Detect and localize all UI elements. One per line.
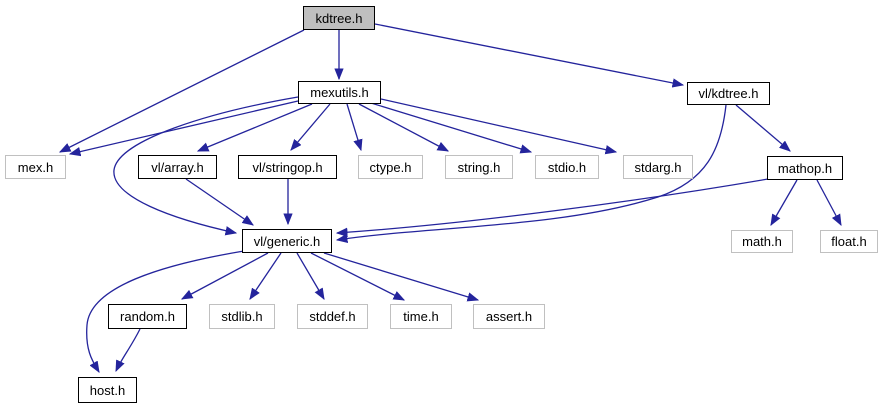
edge-mexutils-to-stdio — [370, 102, 533, 154]
node-stddef-h: stddef.h — [297, 304, 368, 329]
node-math-h: math.h — [731, 230, 793, 253]
edge-mexutils-to-stdarg — [380, 98, 618, 155]
edge-vl-generic-to-host — [86, 250, 245, 374]
node-stdio-h: stdio.h — [535, 155, 599, 179]
edge-vl-array-to-vl-generic — [185, 178, 254, 226]
edge-vl-generic-to-time — [310, 252, 406, 301]
edge-vl-kdtree-to-vl-generic — [335, 104, 727, 244]
node-vl-generic-h[interactable]: vl/generic.h — [242, 229, 332, 253]
edge-mexutils-to-vl-generic — [113, 96, 299, 236]
node-stdarg-h: stdarg.h — [623, 155, 693, 179]
node-float-h: float.h — [820, 230, 878, 253]
edge-mexutils-to-ctype — [346, 103, 363, 152]
node-ctype-h: ctype.h — [358, 155, 423, 179]
edge-mexutils-to-vl-array — [196, 103, 313, 152]
node-vl-stringop-h[interactable]: vl/stringop.h — [238, 155, 337, 179]
edge-mexutils-to-mex — [68, 100, 299, 157]
edge-mexutils-to-string — [358, 103, 450, 152]
edge-vl-kdtree-to-mathop — [735, 104, 791, 152]
node-mex-h: mex.h — [5, 155, 66, 179]
edge-vl-generic-to-stdlib — [249, 252, 282, 300]
edge-mathop-to-vl-generic — [335, 178, 769, 237]
edge-mathop-to-math — [770, 179, 798, 227]
node-kdtree-h: kdtree.h — [303, 6, 375, 30]
edge-vl-generic-to-assert — [323, 252, 480, 302]
edge-mexutils-to-vl-stringop — [290, 103, 331, 151]
node-string-h: string.h — [445, 155, 513, 179]
node-vl-array-h[interactable]: vl/array.h — [138, 155, 217, 179]
node-random-h[interactable]: random.h — [108, 304, 187, 329]
node-time-h: time.h — [390, 304, 452, 329]
node-host-h[interactable]: host.h — [78, 377, 137, 403]
node-assert-h: assert.h — [473, 304, 545, 329]
edge-vl-generic-to-stddef — [296, 252, 325, 301]
node-mexutils-h[interactable]: mexutils.h — [298, 81, 381, 104]
node-vl-kdtree-h[interactable]: vl/kdtree.h — [687, 82, 770, 105]
edge-mathop-to-float — [816, 179, 842, 227]
node-stdlib-h: stdlib.h — [209, 304, 275, 329]
edge-kdtree-to-mex — [58, 29, 305, 153]
edge-vl-generic-to-random — [180, 252, 269, 300]
edge-random-to-host — [115, 328, 141, 373]
edge-kdtree-to-vl-kdtree — [374, 23, 685, 88]
node-mathop-h[interactable]: mathop.h — [767, 156, 843, 180]
